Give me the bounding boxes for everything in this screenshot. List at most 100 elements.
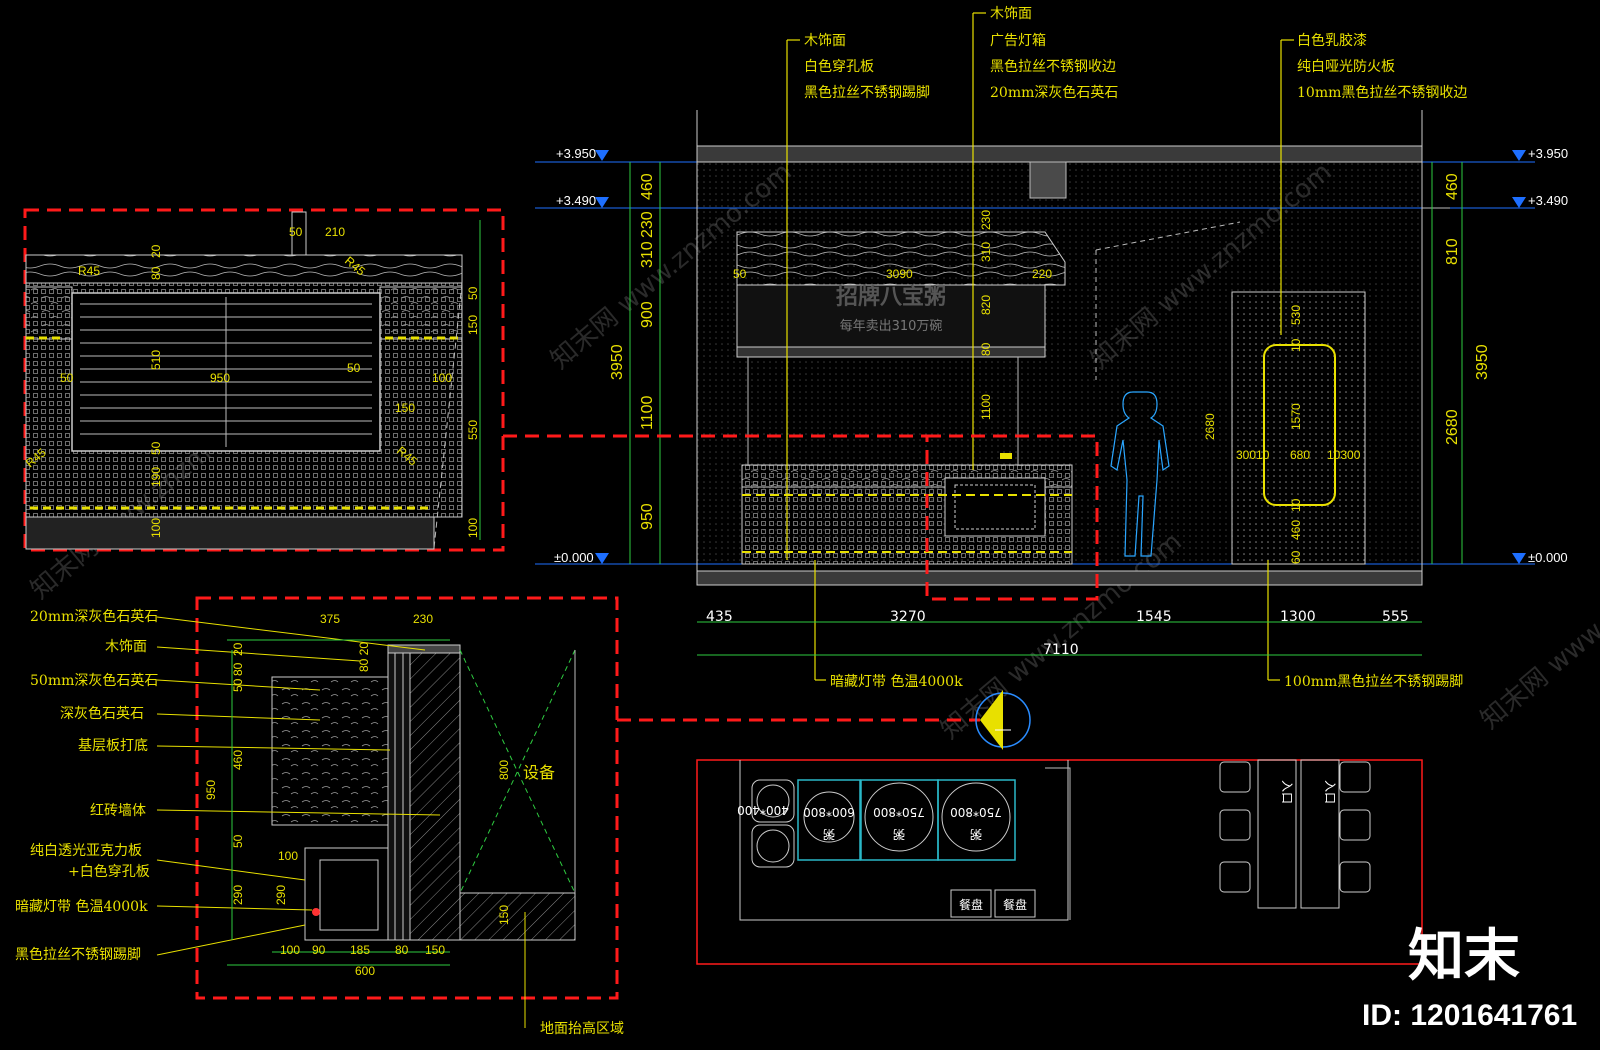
dim-text: 80 20 [357,642,371,672]
dim-text: 2680 [1444,409,1461,445]
pot-label: 粥 [823,827,835,841]
detail-a: 50 210 80 20 R45 R45 50 150 510 950 50 5… [23,208,927,552]
dim-text: 150 [395,401,415,415]
dim-text: 1100 [979,394,993,420]
level-mid-right: +3.490 [1528,193,1568,208]
dim-text: 60 [1289,550,1303,564]
dim-text: 310 [639,241,656,268]
level-zero-left: ±0.000 [554,550,594,565]
dim-text: 30010 [1236,448,1270,462]
section-detail: 20mm深灰色石英石 木饰面 50mm深灰色石英石 深灰色石英石 基层板打底 红… [15,596,1031,1037]
dim-text: 460 [1444,173,1461,200]
dim-text: 100 [149,518,163,538]
material-label: 20mm深灰色石英石 [30,608,158,625]
dim-text: 1570 [1289,403,1303,430]
material-label: 黑色拉丝不锈钢踢脚 [15,946,141,963]
plan-view: 400*400 600*800 750*800 750*800 粥 粥 粥 餐盘… [696,759,1423,965]
tray-label: 餐盘 [1003,897,1027,912]
dim-text: 10 [1289,498,1303,512]
dim-text: 820 [979,295,993,315]
callout-label: 10mm黑色拉丝不锈钢收边 [1297,84,1467,101]
section-labels: 20mm深灰色石英石 木饰面 50mm深灰色石英石 深灰色石英石 基层板打底 红… [15,608,624,1037]
material-label: 木饰面 [105,639,147,655]
dim-text: 150 [466,315,480,335]
entry-label: 入口 [1280,780,1294,804]
callout-label: 黑色拉丝不锈钢踢脚 [804,84,930,101]
brand: 知末 ID: 1201641761 [1362,924,1577,1032]
callout-label: 20mm深灰色石英石 [990,84,1118,101]
dim-text: 3950 [1474,344,1491,380]
dim-text: 20 [231,642,245,656]
dim-text: 230 [639,211,656,238]
dim-text: 50 [231,834,245,848]
sign-title: 招牌八宝粥 [836,284,946,310]
dim-text: R45 [78,264,100,278]
dim-text: 50 [466,286,480,300]
dim-text: 50 [347,361,361,375]
dim-text: 150 [497,905,511,925]
elevation-view: +3.950 +3.490 ±0.000 +3.950 +3.490 ±0.00… [535,6,1568,690]
dim-text: 530 [1289,305,1303,325]
dim-text: 50 [60,371,74,385]
dim-text: 3270 [890,609,926,625]
level-mid-left: +3.490 [556,193,596,208]
dim-text: 510 [149,350,163,370]
material-label: +白色穿孔板 [68,863,150,880]
level-top-right: +3.950 [1528,146,1568,161]
dim-text: 290 [231,885,245,905]
dim-text: 1100 [639,395,656,430]
dim-text: 900 [639,301,656,328]
brand-logo: 知末 [1408,924,1520,989]
dim-text: 50 [231,678,245,692]
dim-text: 1545 [1136,609,1172,625]
dim-text: 10300 [1327,448,1361,462]
dim-text: 80 [149,266,163,280]
level-zero-right: ±0.000 [1528,550,1568,565]
material-label: 红砖墙体 [90,803,146,819]
dim-text: 375 [320,612,340,626]
dim-total: 7110 [1043,642,1079,658]
material-label: 暗藏灯带 色温4000k [15,898,148,915]
callout-label: 纯白哑光防火板 [1297,59,1395,75]
material-label: 50mm深灰色石英石 [30,672,158,689]
dim-text: 3090 [886,267,913,281]
dim-text: 310 [979,242,993,262]
material-label: 纯白透光亚克力板 [30,843,142,859]
dim-text: 3950 [609,344,626,380]
dim-text: 80 [395,943,409,957]
dim-text: 230 [979,210,993,230]
dim-text: 220 [1032,267,1052,281]
dim-text: 290 [274,885,288,905]
dim-text: 230 [413,612,433,626]
dim-text: 2680 [1203,413,1217,440]
dim-text: 10 [1289,338,1303,352]
dim-text: 100 [280,943,300,957]
callout-label: 木饰面 [804,33,846,49]
equipment-label: 设备 [523,764,555,782]
dim-text: 810 [1444,238,1461,265]
dim-text: 100 [466,518,480,538]
tray-label: 餐盘 [959,897,983,912]
brand-id: ID: 1201641761 [1362,999,1577,1032]
dim-text: 20 [149,244,163,258]
dim-text: 80 [979,342,993,356]
sign-subtitle: 每年卖出310万碗 [840,318,943,334]
elevation-callouts: 木饰面 白色穿孔板 黑色拉丝不锈钢踢脚 木饰面 广告灯箱 黑色拉丝不锈钢收边 2… [804,6,1467,690]
dim-text: 185 [350,943,370,957]
dim-text: 460 [1289,520,1303,540]
dim-text: 90 [312,943,326,957]
dim-text: 950 [210,371,230,385]
dim-text: 950 [639,503,656,530]
dim-text: 460 [231,750,245,770]
dim-text: 50 [149,441,163,455]
callout-label: 黑色拉丝不锈钢收边 [990,58,1116,75]
callout-label: 白色穿孔板 [804,58,874,75]
raised-floor-label: 地面抬高区域 [540,1020,624,1037]
dim-text: 950 [204,780,218,800]
dim-text: 150 [425,943,445,957]
note-kick: 100mm黑色拉丝不锈钢踢脚 [1284,673,1463,690]
dim-text: 190 [149,467,163,487]
dim-text: 50 [289,225,303,239]
dim-text: 210 [325,225,345,239]
dim-text: 680 [1290,448,1310,462]
